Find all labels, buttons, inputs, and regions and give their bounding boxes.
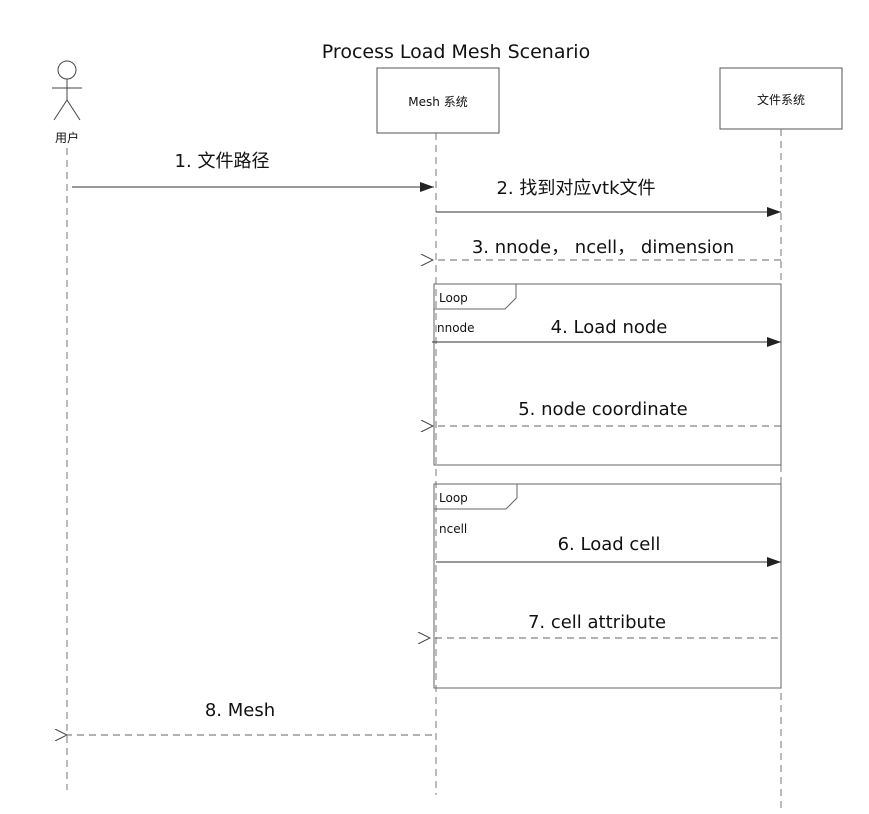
message-label: 3. nnode， ncell， dimension	[472, 237, 734, 258]
message-label: 4. Load node	[551, 317, 668, 338]
participant-mesh-box	[376, 67, 500, 134]
message-label: 5. node coordinate	[518, 399, 688, 420]
loop-frame-nnode: Loop nnode	[433, 283, 782, 466]
message-label: 1. 文件路径	[175, 151, 270, 172]
loop-label: Loop	[439, 291, 468, 305]
message-label: 7. cell attribute	[528, 612, 666, 633]
loop-label: Loop	[439, 491, 468, 505]
diagram-title: Process Load Mesh Scenario	[322, 41, 590, 63]
participant-user-label: 用户	[55, 130, 79, 145]
participant-fs-box	[719, 67, 843, 130]
message-label: 6. Load cell	[558, 534, 661, 555]
user-actor-icon	[52, 60, 82, 121]
loop-guard: ncell	[439, 522, 467, 536]
message-label: 8. Mesh	[205, 700, 275, 721]
loop-guard: nnode	[437, 321, 475, 335]
participant-fs-label: 文件系统	[757, 92, 805, 107]
loop-frame-ncell: Loop ncell	[433, 483, 782, 689]
participant-mesh-label: Mesh 系统	[408, 95, 467, 109]
message-label: 2. 找到对应vtk文件	[496, 178, 655, 199]
